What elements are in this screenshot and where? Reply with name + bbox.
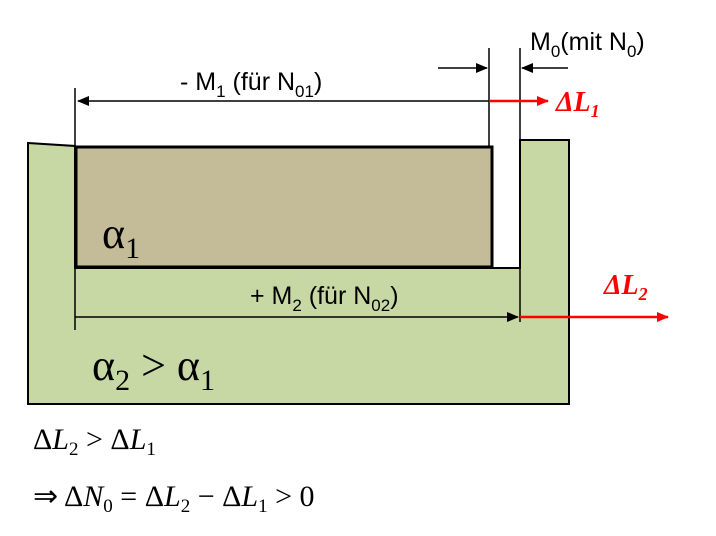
m1-label: - M1 (für N01) <box>180 68 322 101</box>
dl2-label: ΔL2 <box>603 270 648 304</box>
dl1-label: ΔL1 <box>555 87 600 121</box>
alpha1-label: α1 <box>102 209 140 265</box>
m0-label: M0(mit N0) <box>530 28 645 61</box>
m2-label: + M2 (für N02) <box>250 282 399 315</box>
formula-dn0: ⇒ ΔN0 = ΔL2 − ΔL1 > 0 <box>33 480 315 517</box>
alpha2-gt-alpha1-label: α2 > α1 <box>92 341 215 397</box>
formula-dl2-gt-dl1: ΔL2 > ΔL1 <box>33 423 156 460</box>
inner-block-alpha1 <box>74 145 494 269</box>
